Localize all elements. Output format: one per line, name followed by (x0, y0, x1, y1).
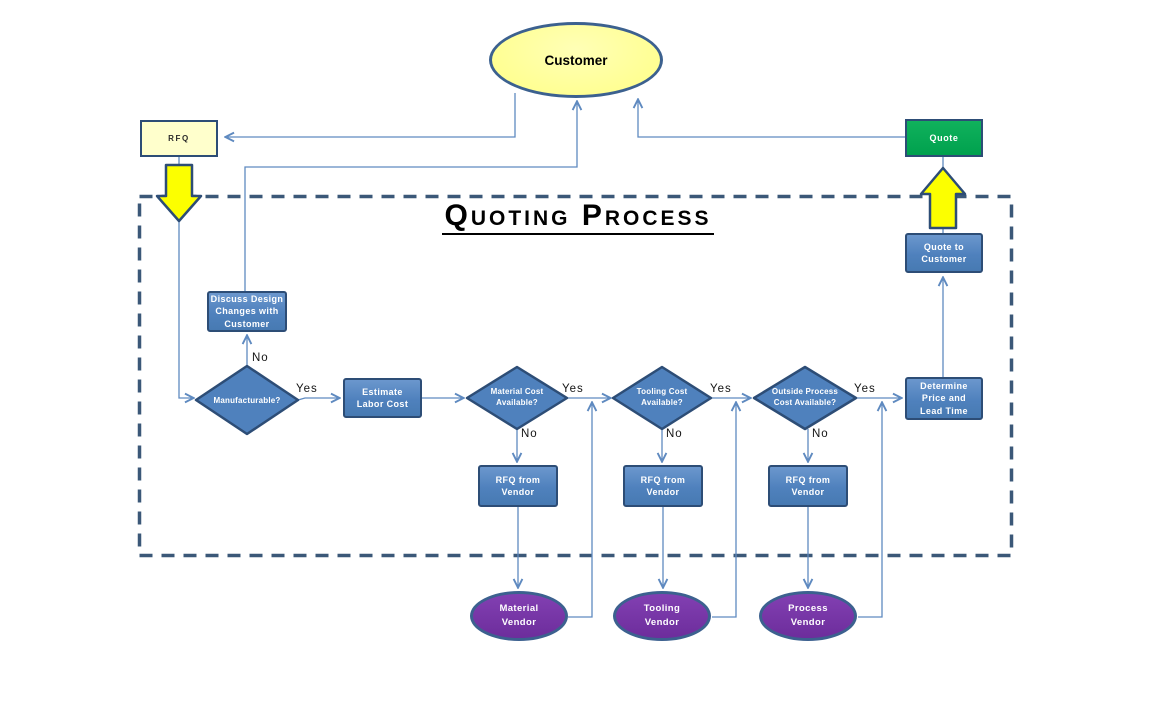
diagram-title: Quoting Process (298, 200, 858, 235)
process-vendor-node: Process Vendor (759, 591, 857, 641)
tooling-cost-diamond (611, 365, 713, 431)
edge-customer-to-rfq (226, 93, 516, 137)
tooling-no-label: No (666, 428, 683, 440)
quoting-process-boundary (137, 194, 1014, 558)
outside-process-diamond (752, 365, 858, 431)
edge-quote-to-customer (638, 100, 905, 138)
node-label: RFQ from Vendor (640, 474, 686, 497)
node-label: Discuss Design Changes with Customer (210, 294, 284, 329)
rfq-from-vendor-3-node: RFQ from Vendor (768, 465, 848, 507)
tooling-yes-label: Yes (710, 383, 732, 395)
rfq-from-vendor-1-node: RFQ from Vendor (478, 465, 558, 507)
rfq-from-vendor-2-node: RFQ from Vendor (623, 465, 703, 507)
edge-toolingvendor-return (712, 403, 736, 618)
node-label: Material Vendor (499, 602, 539, 628)
rfq-in-block-arrow (155, 163, 203, 223)
quote-out-block-arrow (919, 166, 967, 230)
node-label: Tooling Vendor (643, 602, 681, 628)
node-label: RFQ (168, 134, 190, 143)
outside-process-label: Outside Process Cost Available? (771, 387, 839, 408)
material-cost-label: Material Cost Available? (490, 387, 544, 408)
manufacturable-label: Manufacturable? (213, 396, 281, 405)
material-cost-diamond (465, 365, 569, 431)
edge-rfq-to-manufacturable (178, 221, 193, 398)
rfq-node: RFQ (140, 120, 218, 157)
material-yes-label: Yes (562, 383, 584, 395)
node-label: Determine Price and Lead Time (920, 381, 968, 416)
manufacturable-diamond (194, 364, 300, 436)
node-label: RFQ from Vendor (495, 474, 541, 497)
material-vendor-node: Material Vendor (470, 591, 568, 641)
material-no-label: No (521, 428, 538, 440)
node-label: RFQ from Vendor (785, 474, 831, 497)
node-label: Customer (544, 52, 608, 68)
tooling-cost-label: Tooling Cost Available? (636, 387, 688, 408)
estimate-labor-node: Estimate Labor Cost (343, 378, 422, 418)
quote-to-customer-node: Quote to Customer (905, 233, 983, 273)
edge-materialvendor-return (568, 403, 592, 618)
edge-processvendor-return (858, 403, 882, 618)
outside-no-label: No (812, 428, 829, 440)
determine-price-node: Determine Price and Lead Time (905, 377, 983, 420)
edge-discuss-to-customer (244, 102, 577, 291)
node-label: Estimate Labor Cost (356, 386, 409, 409)
quote-node: Quote (905, 119, 983, 157)
discuss-design-node: Discuss Design Changes with Customer (207, 291, 287, 332)
tooling-vendor-node: Tooling Vendor (613, 591, 711, 641)
manufacturable-no-label: No (252, 352, 269, 364)
node-label: Quote (929, 133, 959, 143)
node-label: Quote to Customer (921, 241, 967, 264)
edge-manufacturable-yes-to-estimate (297, 398, 339, 400)
outside-yes-label: Yes (854, 383, 876, 395)
customer-node: Customer (489, 22, 663, 98)
manufacturable-yes-label: Yes (296, 383, 318, 395)
node-label: Process Vendor (788, 602, 828, 628)
diagram-title-text: Quoting Process (442, 200, 714, 235)
